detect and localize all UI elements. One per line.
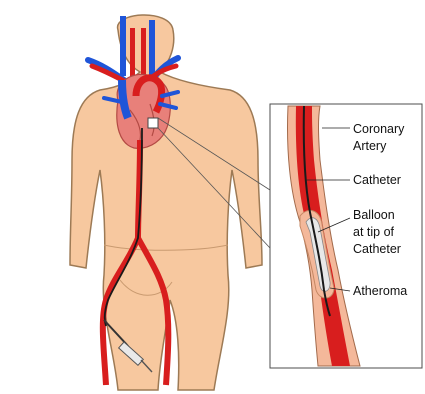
carotid-artery-right	[141, 28, 146, 80]
label-balloon-line3: Catheter	[353, 242, 401, 257]
label-catheter: Catheter	[353, 173, 401, 188]
jugular-vein-right	[149, 20, 155, 78]
carotid-artery-left	[130, 28, 135, 80]
label-coronary-artery-line1: Coronary	[353, 122, 404, 137]
zoom-region-marker	[148, 118, 158, 128]
label-balloon-line1: Balloon	[353, 208, 395, 223]
label-atheroma: Atheroma	[353, 284, 407, 299]
label-balloon-line2: at tip of	[353, 225, 394, 240]
inset-panel	[270, 104, 422, 368]
jugular-vein-left	[120, 16, 126, 76]
label-coronary-artery-line2: Artery	[353, 139, 386, 154]
